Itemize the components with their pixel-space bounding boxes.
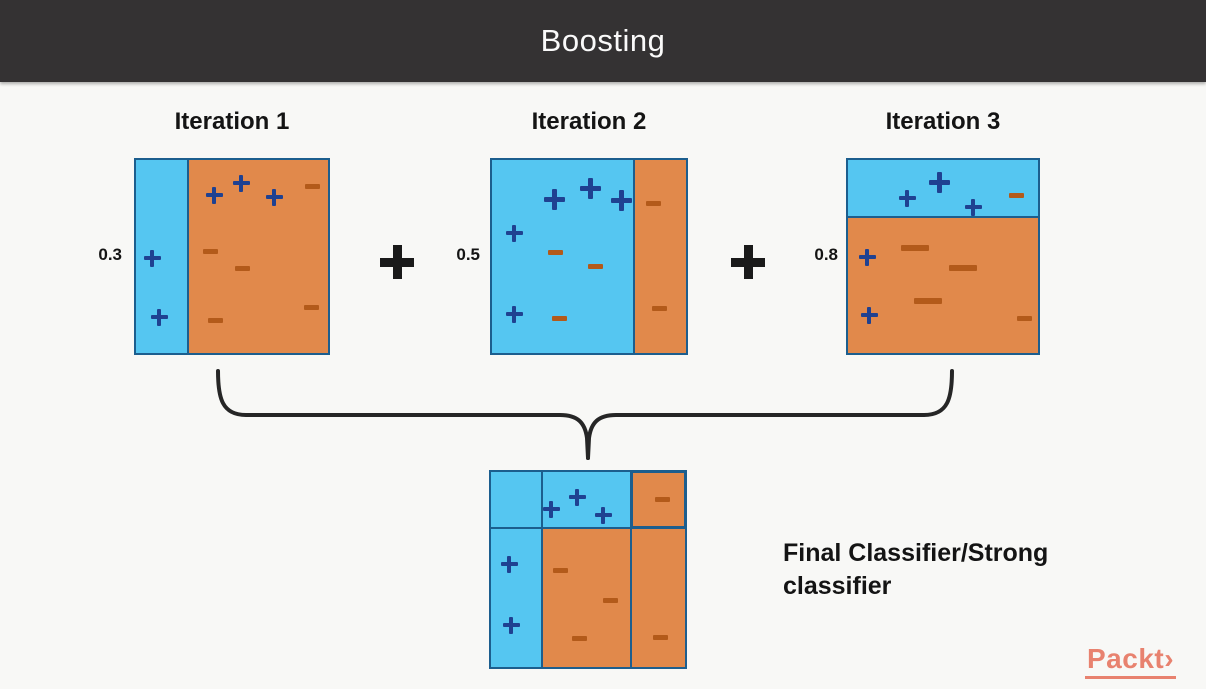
final-classifier-label: Final Classifier/Strong classifier	[783, 539, 1049, 600]
plus-mark	[579, 177, 601, 199]
iteration-3-classifier-box	[846, 158, 1040, 355]
plus-mark	[860, 306, 878, 324]
iteration-1-weight: 0.3	[98, 245, 122, 264]
minus-mark	[234, 265, 250, 271]
plus-operator-icon	[731, 245, 765, 279]
plus-mark	[505, 224, 523, 242]
orange-region	[633, 160, 686, 353]
iteration-1-data-points	[136, 160, 328, 353]
plus-mark	[505, 305, 523, 323]
plus-mark	[568, 488, 586, 506]
title-bar: Boosting	[0, 0, 1206, 82]
packt-logo-text: Packt	[1087, 643, 1165, 674]
final-cell-top-left	[489, 470, 543, 529]
plus-mark	[928, 171, 950, 193]
final-cell-bottom-right	[630, 527, 687, 669]
iteration-1-classifier-box	[134, 158, 330, 355]
packt-logo: Packt›	[1085, 643, 1177, 679]
minus-mark	[1008, 192, 1024, 198]
iteration-3-weight: 0.8	[814, 245, 838, 264]
slide-title: Boosting	[540, 23, 666, 58]
minus-mark	[651, 305, 667, 311]
minus-mark	[202, 248, 218, 254]
plus-operator-icon	[380, 245, 414, 279]
plus-mark	[150, 308, 168, 326]
iteration-1-title: Iteration 1	[174, 108, 290, 135]
plus-mark	[265, 188, 283, 206]
minus-mark	[654, 496, 670, 502]
minus-mark	[303, 304, 319, 310]
minus-mark	[207, 317, 223, 323]
minus-mark	[551, 315, 567, 321]
minus-mark	[547, 249, 563, 255]
plus-mark	[502, 616, 520, 634]
minus-mark	[645, 200, 661, 206]
minus-mark	[304, 183, 320, 189]
plus-mark	[500, 555, 518, 573]
plus-mark	[964, 198, 982, 216]
plus-mark	[610, 189, 632, 211]
final-classifier-box	[489, 470, 687, 669]
minus-mark	[652, 634, 668, 640]
iteration-2-data-points	[492, 160, 686, 353]
minus-mark	[901, 245, 929, 251]
plus-mark	[858, 248, 876, 266]
blue-region	[848, 160, 1038, 218]
plus-mark	[542, 500, 560, 518]
plus-mark	[143, 249, 161, 267]
final-cell-bottom-middle	[541, 527, 632, 669]
iteration-2-title: Iteration 2	[531, 108, 647, 135]
minus-mark	[587, 263, 603, 269]
minus-mark	[914, 298, 942, 304]
plus-mark	[205, 186, 223, 204]
iteration-2-weight: 0.5	[456, 245, 480, 264]
iteration-2-classifier-box	[490, 158, 688, 355]
iteration-3-data-points	[848, 160, 1038, 353]
plus-mark	[594, 506, 612, 524]
plus-mark	[232, 174, 250, 192]
minus-mark	[602, 597, 618, 603]
iteration-3-title: Iteration 3	[885, 108, 1001, 135]
minus-mark	[552, 567, 568, 573]
packt-logo-chevron-icon: ›	[1164, 643, 1175, 674]
plus-mark	[543, 188, 565, 210]
minus-mark	[571, 635, 587, 641]
minus-mark	[1016, 315, 1032, 321]
final-classifier-data-points	[489, 470, 687, 669]
plus-mark	[898, 189, 916, 207]
minus-mark	[949, 265, 977, 271]
